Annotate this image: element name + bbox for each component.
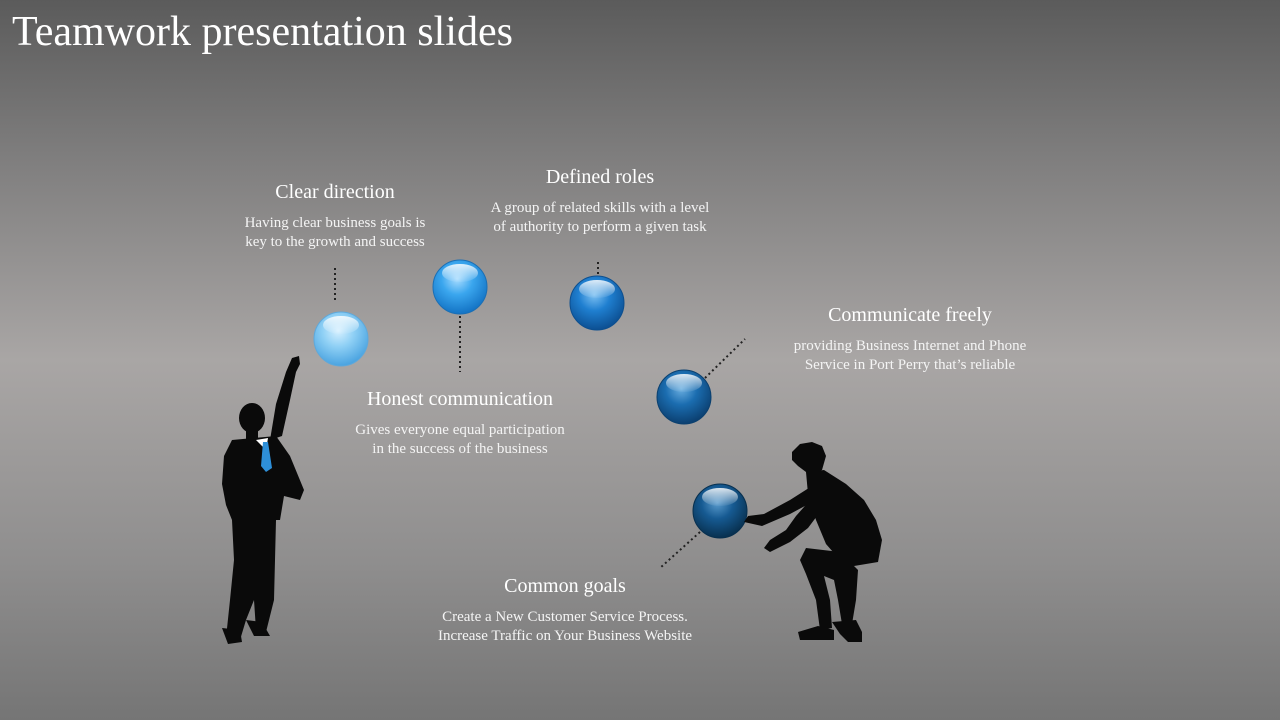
ball-3: [569, 275, 625, 331]
item-common-goals: Common goals Create a New Customer Servi…: [405, 573, 725, 646]
connector-common-goals: [659, 531, 701, 569]
item-defined-roles: Defined roles A group of related skills …: [460, 164, 740, 237]
item-description-line: Having clear business goals is: [244, 215, 426, 231]
item-clear-direction: Clear direction Having clear business go…: [220, 179, 450, 252]
item-description-line: in the success of the business: [372, 441, 548, 457]
businessman-silhouette: [222, 356, 304, 644]
item-description-line: of authority to perform a given task: [493, 219, 707, 235]
item-description: providing Business Internet and Phone Se…: [765, 337, 1055, 375]
item-description-line: providing Business Internet and Phone: [793, 338, 1027, 354]
item-description: A group of related skills with a level o…: [460, 199, 740, 237]
item-heading: Defined roles: [545, 166, 655, 188]
ball-4: [656, 369, 712, 425]
ball-5: [692, 483, 748, 539]
slide-title: Teamwork presentation slides: [12, 9, 513, 55]
item-description: Gives everyone equal participation in th…: [325, 421, 595, 459]
ball-1: [313, 311, 369, 367]
ball-2: [432, 259, 488, 315]
tie-icon: [261, 442, 272, 472]
item-description: Having clear business goals is key to th…: [220, 214, 450, 252]
item-communicate-freely: Communicate freely providing Business In…: [765, 302, 1055, 375]
item-honest-communication: Honest communication Gives everyone equa…: [325, 386, 595, 459]
item-description-line: Service in Port Perry that’s reliable: [804, 357, 1016, 373]
item-heading: Honest communication: [366, 388, 554, 410]
item-heading: Common goals: [504, 575, 626, 597]
item-description-line: key to the growth and success: [245, 234, 425, 250]
item-description-line: Increase Traffic on Your Business Websit…: [437, 628, 693, 644]
item-description-line: A group of related skills with a level: [490, 200, 710, 216]
item-description: Create a New Customer Service Process. I…: [405, 608, 725, 646]
connector-communicate-freely: [704, 338, 746, 379]
businesswoman-silhouette: [744, 442, 882, 642]
item-heading: Clear direction: [275, 181, 395, 203]
item-description-line: Create a New Customer Service Process.: [442, 609, 688, 625]
item-heading: Communicate freely: [828, 304, 992, 326]
item-description-line: Gives everyone equal participation: [355, 422, 565, 438]
